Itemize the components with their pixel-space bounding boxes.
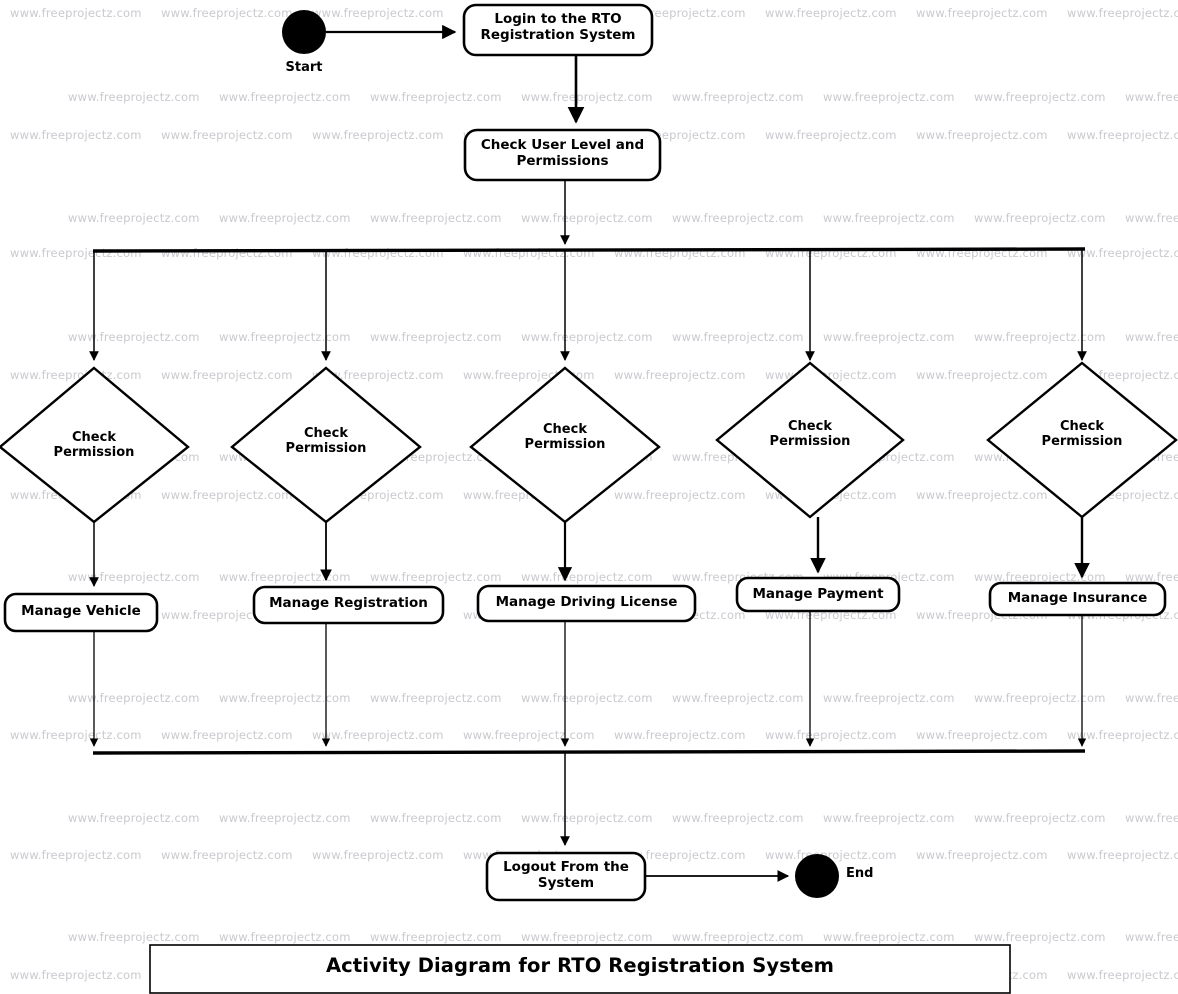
start-node: [282, 10, 326, 54]
activity-manage-driving-license-box: [476, 584, 697, 623]
decision-node-4: [715, 361, 905, 519]
activity-logout-box: [485, 851, 647, 902]
decision-node-3: [469, 366, 661, 524]
activity-manage-insurance-box: [988, 581, 1167, 617]
join-bar: [92, 749, 1086, 755]
activity-login-box: [462, 3, 654, 57]
activity-check-user-box: [463, 128, 662, 182]
activity-manage-vehicle-box: [3, 592, 159, 633]
activity-manage-payment-box: [735, 576, 901, 613]
title-frame: [149, 944, 1011, 994]
decision-node-2: [230, 366, 422, 524]
fork-bar: [92, 247, 1086, 253]
end-node: [795, 854, 839, 898]
activity-manage-registration-box: [252, 585, 445, 625]
decision-node-5: [986, 361, 1178, 519]
decision-node-1: [0, 366, 190, 524]
